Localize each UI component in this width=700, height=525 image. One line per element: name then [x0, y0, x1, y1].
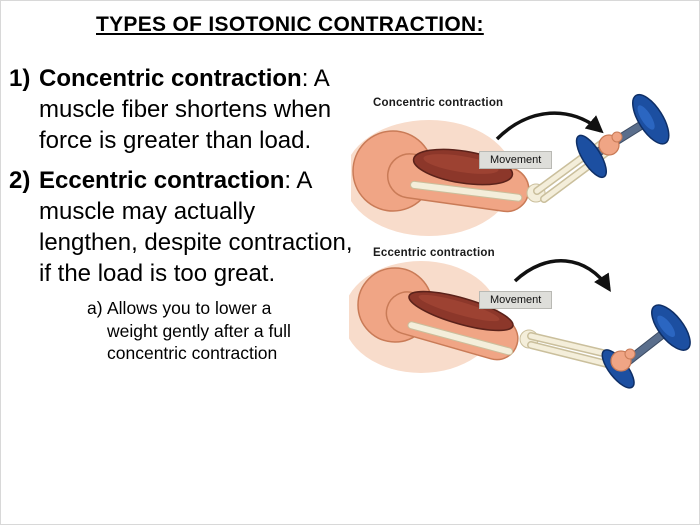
- page-title: TYPES OF ISOTONIC CONTRACTION:: [96, 13, 484, 36]
- figure-concentric-label: Concentric contraction: [373, 97, 504, 109]
- dumbbell: [601, 304, 691, 389]
- term-eccentric: Eccentric contraction: [39, 166, 285, 194]
- figure-eccentric: Eccentric contraction Movement: [349, 239, 699, 411]
- arm-flexed-illustration: [351, 93, 670, 236]
- figure-concentric: Concentric contraction Movement: [351, 93, 696, 238]
- hand: [610, 348, 636, 372]
- curved-arrow-icon: [513, 259, 611, 292]
- list-number: 2): [9, 166, 31, 194]
- sub-list-text: Allows you to lower a weight gently afte…: [107, 298, 291, 364]
- list-item-text: Concentric contraction: A muscle fiber s…: [39, 63, 354, 157]
- definition-concentric: : A muscle fiber shortens when force is …: [39, 65, 332, 155]
- term-concentric: Concentric contraction: [39, 65, 302, 92]
- biceps-muscle: [408, 290, 514, 332]
- movement-label: Movement: [479, 151, 553, 169]
- list-item-text: Eccentric contraction: A muscle may actu…: [39, 165, 354, 290]
- movement-label: Movement: [479, 291, 553, 309]
- curved-arrow-icon: [495, 111, 604, 141]
- text-content: 1) Concentric contraction: A muscle fibe…: [9, 63, 354, 364]
- list-number: 1): [9, 65, 31, 92]
- list-item-eccentric: 2) Eccentric contraction: A muscle may a…: [9, 165, 354, 290]
- humerus-bone: [407, 321, 514, 356]
- humerus-bone: [410, 180, 523, 202]
- sub-list-number: a): [87, 298, 103, 319]
- definition-eccentric: : A muscle may actually lengthen, despit…: [39, 166, 353, 288]
- figure-eccentric-label: Eccentric contraction: [373, 247, 495, 259]
- list-item-concentric: 1) Concentric contraction: A muscle fibe…: [9, 63, 354, 157]
- sub-list-item: a) Allows you to lower a weight gently a…: [87, 297, 312, 364]
- hand: [598, 131, 623, 156]
- arm-extended-illustration: [349, 259, 691, 389]
- forearm-bones: [527, 332, 615, 369]
